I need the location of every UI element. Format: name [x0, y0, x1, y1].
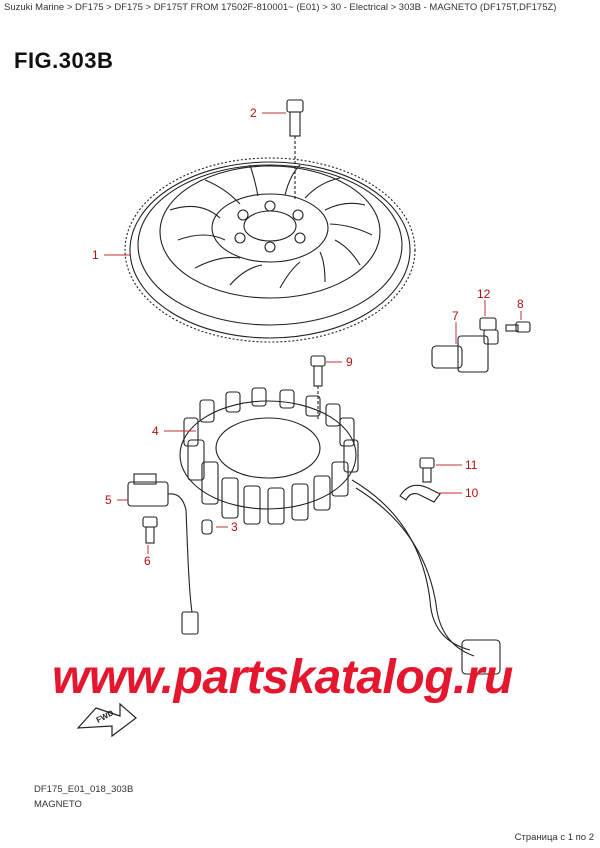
page-counter: Страница с 1 по 2: [514, 832, 594, 843]
flywheel-bolt[interactable]: [286, 99, 304, 200]
callout-4[interactable]: 4: [152, 424, 159, 438]
callout-5[interactable]: 5: [105, 493, 112, 507]
callout-3[interactable]: 3: [231, 520, 238, 534]
callout-1[interactable]: 1: [92, 248, 99, 262]
callout-9[interactable]: 9: [346, 355, 353, 369]
figure-caption: MAGNETO: [34, 799, 82, 810]
flywheel[interactable]: [124, 157, 416, 343]
crank-sensor[interactable]: [431, 329, 499, 373]
callout-11[interactable]: 11: [465, 458, 478, 472]
clamp-bolt[interactable]: [419, 457, 435, 483]
pulser-coil[interactable]: [127, 473, 199, 635]
pulser-bolt[interactable]: [142, 516, 158, 544]
callout-8[interactable]: 8: [517, 297, 524, 311]
callout-10[interactable]: 10: [465, 486, 479, 500]
sensor-bolt[interactable]: [505, 321, 531, 333]
callout-12[interactable]: 12: [477, 287, 491, 301]
stator-bolt[interactable]: [310, 355, 326, 420]
callout-2[interactable]: 2: [250, 106, 257, 120]
figure-title: FIG.303B: [14, 48, 114, 73]
sensor-bracket[interactable]: [479, 317, 497, 331]
watermark: www.partskatalog.ru: [52, 651, 513, 704]
stator[interactable]: [179, 387, 501, 675]
callout-7[interactable]: 7: [452, 309, 459, 323]
harness-clamp[interactable]: [399, 484, 441, 503]
leader-lines: [104, 112, 522, 554]
callout-6[interactable]: 6: [144, 554, 151, 568]
dowel-pin[interactable]: [201, 519, 213, 535]
forward-arrow-icon: FWD: [76, 702, 137, 738]
drawing-code: DF175_E01_018_303B: [34, 784, 134, 795]
breadcrumb: Suzuki Marine > DF175 > DF175 > DF175T F…: [4, 2, 557, 13]
